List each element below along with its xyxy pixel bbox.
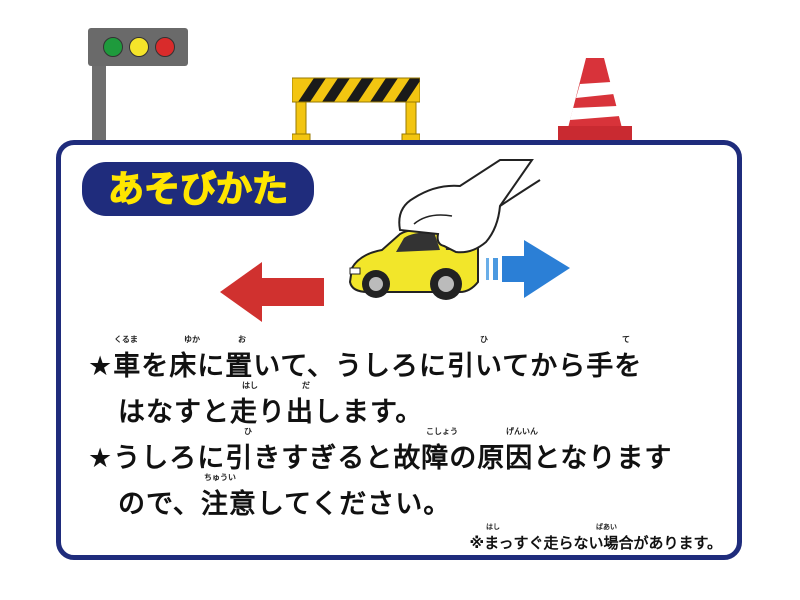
furigana-note-baai: ばあい [596, 523, 617, 531]
title-badge: あそびかた [82, 162, 314, 216]
furigana-chuui: ちゅうい [204, 473, 236, 482]
yellow-lamp-icon [129, 37, 149, 57]
traffic-cone-icon [558, 58, 632, 142]
traffic-light-pole [92, 50, 106, 142]
traffic-light-icon [88, 28, 188, 66]
furigana-da: だ [302, 381, 310, 390]
green-lamp-icon [103, 37, 123, 57]
red-lamp-icon [155, 37, 175, 57]
furigana-koshou: こしょう [426, 427, 458, 436]
instruction-line-4: ので、注意してください。 [118, 489, 452, 520]
furigana-o: お [238, 335, 246, 344]
furigana-kuruma: くるま [114, 335, 138, 344]
furigana-yuka: ゆか [184, 335, 200, 344]
furigana-genin: げんいん [506, 427, 538, 436]
furigana-hashi: はし [242, 381, 258, 390]
pullback-illustration [220, 159, 570, 322]
instructions: くるま ゆか お ひ て ★車を床に置いて、うしろに引いてから手を はし だ は… [88, 334, 728, 534]
page-title: あそびかた [108, 169, 288, 210]
instruction-line-3: ★うしろに引きすぎると故障の原因となります [88, 443, 673, 474]
road-barrier-icon [292, 77, 420, 142]
furigana-te: て [622, 335, 630, 344]
left-arrow-icon [220, 262, 324, 322]
furigana-hi-2: ひ [244, 427, 252, 436]
furigana-hi: ひ [480, 335, 488, 344]
instruction-line-1: ★車を床に置いて、うしろに引いてから手を [88, 351, 643, 382]
caution-note: ※まっすぐ走らない場合があります。 [469, 534, 722, 552]
hand-icon [398, 159, 541, 254]
furigana-note-hashi: はし [486, 523, 500, 531]
instruction-line-2: はなすと走り出します。 [118, 397, 424, 428]
right-arrow-icon [486, 240, 570, 298]
